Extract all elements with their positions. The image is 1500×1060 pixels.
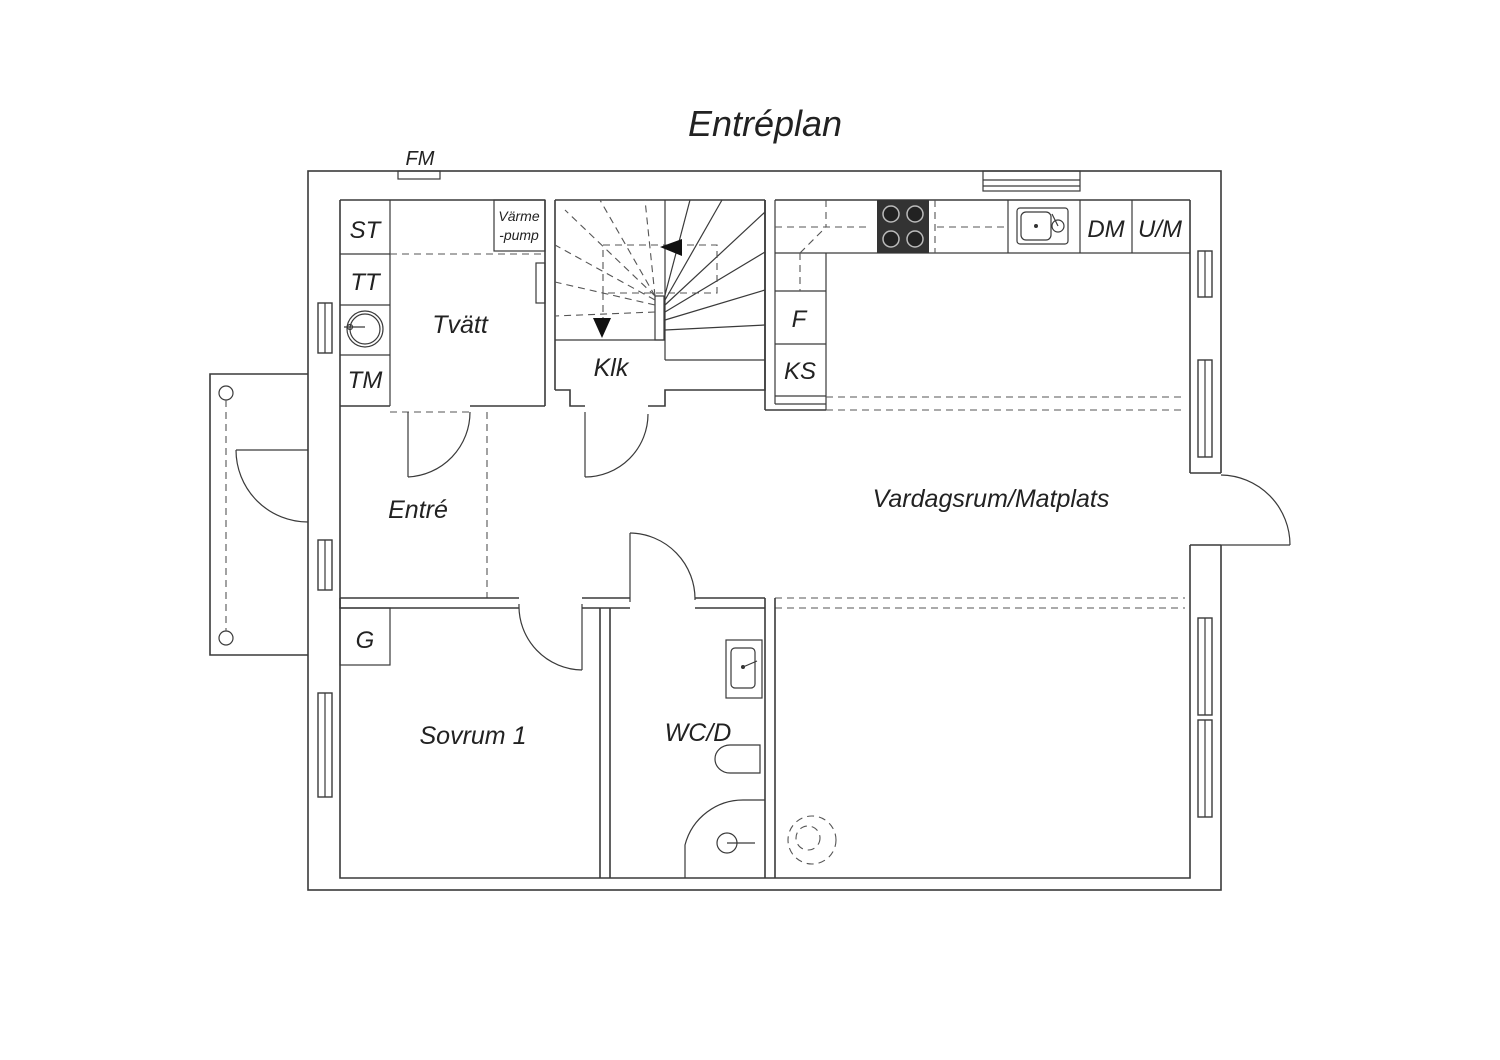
label-varmepump-1: Värme xyxy=(498,208,539,224)
label-wcd: WC/D xyxy=(665,719,732,747)
right-door xyxy=(1189,472,1291,546)
living-dashed xyxy=(775,396,1185,865)
label-sovrum: Sovrum 1 xyxy=(420,722,527,750)
label-tm: TM xyxy=(348,367,383,394)
label-um: U/M xyxy=(1138,216,1182,243)
kitchen-sink-icon xyxy=(1016,207,1069,245)
label-varmepump-2: -pump xyxy=(499,227,539,243)
washbasin-icon xyxy=(725,639,763,699)
stair-arrow-left-icon xyxy=(660,239,682,256)
stair-arrow-down-icon xyxy=(593,318,611,338)
kitchen xyxy=(764,200,1190,411)
label-vardagsrum: Vardagsrum/Matplats xyxy=(873,485,1110,513)
entrance-porch xyxy=(209,373,309,656)
label-st: ST xyxy=(350,217,383,244)
label-f: F xyxy=(792,306,808,333)
label-dm: DM xyxy=(1087,216,1124,243)
plan-title: Entréplan xyxy=(688,103,842,144)
lower-rooms xyxy=(339,532,776,878)
windows-right xyxy=(1197,250,1213,818)
fm-window xyxy=(397,170,441,180)
label-klk: Klk xyxy=(594,354,630,382)
label-g: G xyxy=(356,627,375,654)
label-tvatt: Tvätt xyxy=(432,311,489,339)
wc-fixtures xyxy=(684,639,765,878)
windows-left xyxy=(317,302,333,798)
staircase xyxy=(554,199,766,478)
fm-label: FM xyxy=(406,148,435,170)
label-ks: KS xyxy=(784,358,816,385)
window-top-right xyxy=(982,170,1081,192)
label-entre: Entré xyxy=(388,496,448,524)
label-tt: TT xyxy=(350,269,382,296)
toilet-icon xyxy=(714,744,761,774)
laundry-room xyxy=(340,199,546,478)
